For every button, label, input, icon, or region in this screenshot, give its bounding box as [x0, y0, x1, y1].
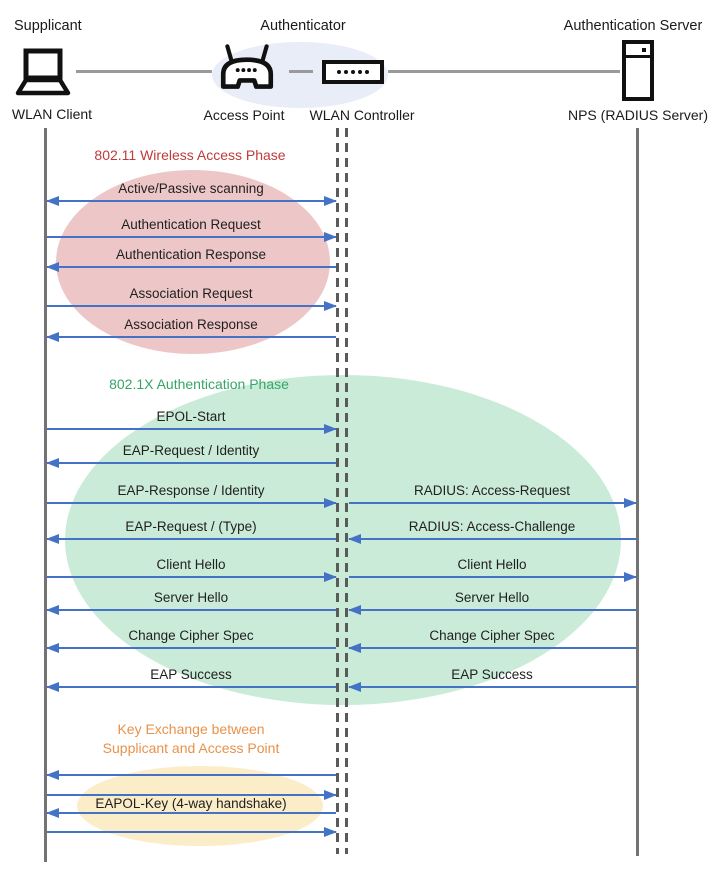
- message-label: Association Request: [129, 286, 253, 301]
- arrowhead-right: [324, 196, 337, 206]
- message-label: Client Hello: [156, 557, 226, 572]
- message-arrow: [46, 196, 337, 206]
- message-label: Server Hello: [153, 590, 229, 605]
- message-arrow: [348, 534, 636, 544]
- wlan-controller-icon: [322, 60, 384, 84]
- device-label-access-point: Access Point: [203, 107, 285, 123]
- arrowhead-left: [46, 605, 59, 615]
- server-panel-divider: [626, 55, 650, 58]
- controller-led: [365, 70, 369, 74]
- message-arrow: [349, 572, 637, 582]
- message-arrow: [47, 790, 337, 800]
- message-arrow: [46, 643, 336, 653]
- arrowhead-right: [324, 424, 337, 434]
- arrowhead-left: [46, 534, 59, 544]
- arrowhead-left: [46, 332, 59, 342]
- controller-led: [351, 70, 355, 74]
- message-arrow: [46, 458, 336, 468]
- phase-ellipse-dot1x: [65, 375, 621, 705]
- message-label: EAP-Request / (Type): [125, 519, 257, 534]
- message-label: Change Cipher Spec: [429, 628, 555, 643]
- arrowhead-left: [348, 682, 361, 692]
- arrowhead-left: [46, 770, 59, 780]
- role-label-authenticator: Authenticator: [260, 18, 346, 34]
- message-arrow: [47, 232, 337, 242]
- server-led: [642, 48, 646, 52]
- message-label: EAP Success: [451, 667, 533, 682]
- message-label: Authentication Request: [121, 217, 261, 232]
- device-label-wlan-client: WLAN Client: [11, 106, 93, 122]
- message-label: Server Hello: [454, 590, 530, 605]
- message-arrow: [348, 682, 636, 692]
- arrowhead-left: [46, 196, 59, 206]
- message-label: RADIUS: Access-Request: [413, 483, 571, 498]
- message-arrow: [46, 808, 336, 818]
- controller-led: [337, 70, 341, 74]
- phase-title-key-exchange-line2: Supplicant and Access Point: [102, 740, 280, 756]
- lifeline-radius-server: [636, 128, 639, 856]
- arrowhead-left: [46, 643, 59, 653]
- message-arrow: [348, 605, 636, 615]
- controller-led: [358, 70, 362, 74]
- message-arrow: [46, 332, 336, 342]
- phase-title-key-exchange-line1: Key Exchange between: [117, 721, 265, 737]
- phase-title-wireless-access: 802.11 Wireless Access Phase: [94, 147, 286, 163]
- arrowhead-right: [324, 301, 337, 311]
- role-label-authentication-server: Authentication Server: [563, 18, 703, 34]
- message-arrow: [47, 424, 337, 434]
- message-label: Active/Passive scanning: [118, 181, 264, 196]
- message-arrow: [47, 572, 337, 582]
- message-label: Client Hello: [457, 557, 527, 572]
- device-label-wlan-controller: WLAN Controller: [309, 107, 415, 123]
- arrowhead-left: [46, 262, 59, 272]
- message-arrow: [46, 262, 336, 272]
- arrowhead-right: [324, 827, 337, 837]
- message-arrow: [349, 498, 637, 508]
- access-point-icon: [220, 44, 274, 89]
- topology-link: [388, 70, 620, 73]
- lifeline-controller-right: [345, 128, 348, 854]
- arrowhead-left: [46, 808, 59, 818]
- message-label: EAP Success: [150, 667, 232, 682]
- arrowhead-left: [46, 458, 59, 468]
- arrowhead-right: [624, 498, 637, 508]
- lifeline-wlan-client: [44, 128, 47, 862]
- arrowhead-left: [348, 643, 361, 653]
- device-label-nps: NPS (RADIUS Server): [567, 107, 709, 123]
- message-arrow: [47, 301, 337, 311]
- arrowhead-left: [46, 682, 59, 692]
- message-label: EAP-Response / Identity: [117, 483, 265, 498]
- message-arrow: [46, 605, 336, 615]
- controller-led: [344, 70, 348, 74]
- arrowhead-right: [324, 790, 337, 800]
- message-label: EPOL-Start: [156, 409, 226, 424]
- message-label: RADIUS: Access-Challenge: [408, 519, 576, 534]
- laptop-icon: [15, 48, 71, 96]
- message-arrow: [46, 770, 336, 780]
- message-label: Authentication Response: [115, 247, 267, 262]
- phase-title-dot1x: 802.1X Authentication Phase: [109, 376, 289, 392]
- message-label: Change Cipher Spec: [128, 628, 254, 643]
- message-label: Association Response: [124, 317, 258, 332]
- lifeline-controller-left: [336, 128, 339, 854]
- arrowhead-left: [348, 534, 361, 544]
- arrowhead-right: [324, 232, 337, 242]
- server-icon: [622, 40, 654, 101]
- message-label: EAP-Request / Identity: [122, 443, 260, 458]
- message-arrow: [46, 682, 336, 692]
- arrowhead-right: [324, 498, 337, 508]
- arrowhead-left: [348, 605, 361, 615]
- message-arrow: [47, 498, 337, 508]
- message-arrow: [348, 643, 636, 653]
- arrowhead-right: [324, 572, 337, 582]
- message-label: EAPOL-Key (4-way handshake): [95, 796, 287, 811]
- topology-link: [76, 70, 212, 73]
- message-arrow: [46, 534, 336, 544]
- message-arrow: [47, 827, 337, 837]
- topology-link: [289, 70, 313, 73]
- role-label-supplicant: Supplicant: [14, 18, 82, 34]
- arrowhead-right: [624, 572, 637, 582]
- phase-title-key-exchange: Key Exchange between Supplicant and Acce…: [103, 720, 280, 758]
